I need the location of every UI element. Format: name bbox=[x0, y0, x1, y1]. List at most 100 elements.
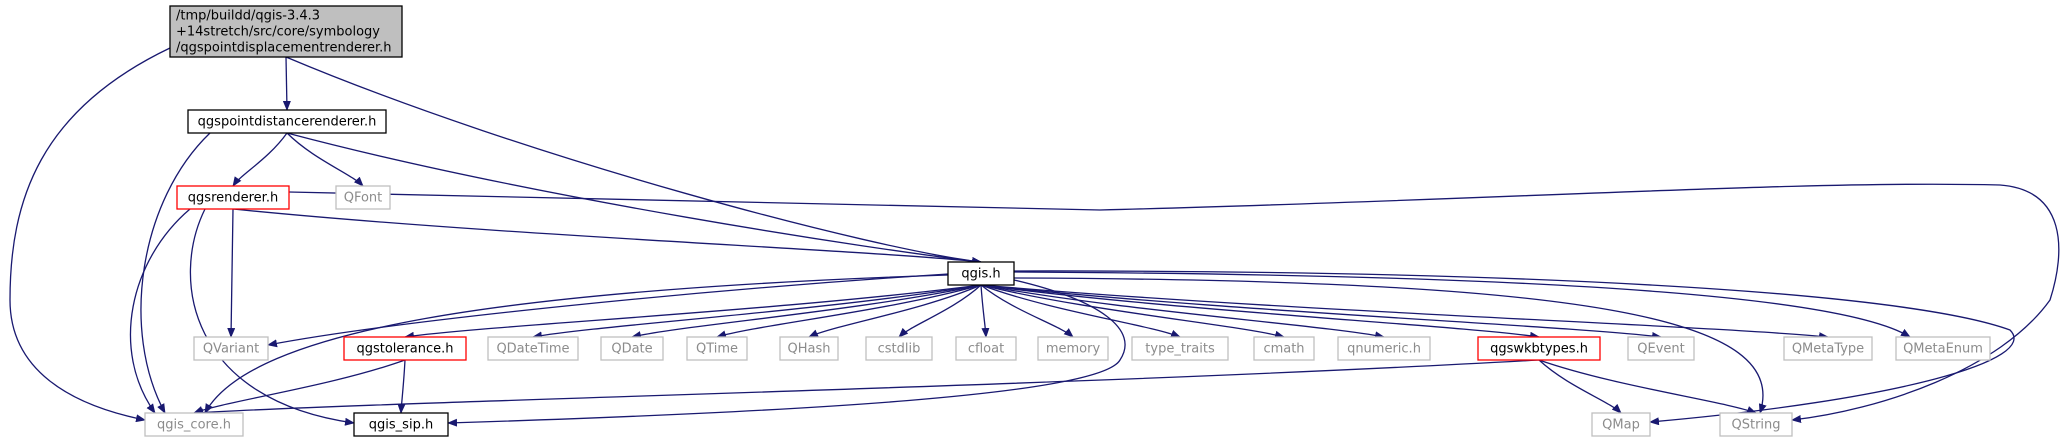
edge-qgspointdistancerenderer-to-qgis bbox=[286, 132, 982, 265]
node-box bbox=[1477, 336, 1601, 361]
node-qtime: QTime bbox=[686, 336, 748, 361]
node-qvariant: QVariant bbox=[193, 336, 269, 361]
edge-qgis-to-qvariant bbox=[267, 273, 949, 348]
node-box bbox=[1591, 412, 1651, 437]
node-box bbox=[1131, 336, 1229, 361]
node-label: +14stretch/src/core/symbology bbox=[176, 25, 380, 40]
node-cfloat: cfloat bbox=[955, 336, 1017, 361]
node-label: type_traits bbox=[1145, 342, 1215, 357]
edge-qgis-to-qgis_sip bbox=[447, 279, 1126, 427]
node-qgspointdistancerenderer[interactable]: qgspointdistancerenderer.h bbox=[187, 109, 387, 134]
node-label: QMetaType bbox=[1792, 342, 1864, 357]
node-box bbox=[176, 185, 290, 210]
node-label: QDate bbox=[611, 342, 652, 357]
node-root[interactable]: /tmp/buildd/qgis-3.4.3+14stretch/src/cor… bbox=[169, 5, 403, 58]
edge-qgis-to-type_traits bbox=[980, 284, 1181, 338]
edge-qgis-to-cmath bbox=[980, 284, 1285, 339]
node-label: QEvent bbox=[1637, 342, 1684, 357]
node-qevent: QEvent bbox=[1627, 336, 1695, 361]
edge-qgis-to-qgis_core bbox=[204, 274, 949, 414]
edge-qgis-to-memory bbox=[980, 284, 1074, 338]
node-qgis_core: qgis_core.h bbox=[144, 412, 244, 437]
node-qmetaenum: QMetaEnum bbox=[1895, 336, 1991, 361]
node-box bbox=[865, 336, 933, 361]
edge-qgsrenderer-to-qvariant bbox=[227, 208, 236, 338]
node-box bbox=[169, 5, 403, 58]
node-box bbox=[1783, 336, 1873, 361]
node-cmath: cmath bbox=[1253, 336, 1315, 361]
node-label: qgis.h bbox=[961, 267, 1000, 282]
edge-qgsrenderer-to-qgis_core bbox=[129, 208, 191, 414]
nodes: /tmp/buildd/qgis-3.4.3+14stretch/src/cor… bbox=[144, 5, 1991, 437]
edge-qgswkbtypes-to-qgis_core bbox=[193, 359, 1540, 417]
node-box bbox=[1719, 412, 1793, 437]
node-label: QVariant bbox=[203, 342, 259, 357]
node-qgswkbtypes[interactable]: qgswkbtypes.h bbox=[1477, 336, 1601, 361]
node-box bbox=[955, 336, 1017, 361]
node-box bbox=[1037, 336, 1109, 361]
node-qgstolerance[interactable]: qgstolerance.h bbox=[343, 336, 467, 361]
edge-qgsrenderer-to-qgis_sip bbox=[189, 208, 355, 426]
node-box bbox=[1337, 336, 1431, 361]
node-label: cmath bbox=[1263, 342, 1304, 357]
edge-qgspointdistancerenderer-to-qfont bbox=[286, 132, 364, 187]
node-qstring: QString bbox=[1719, 412, 1793, 437]
edge-qgspointdistancerenderer-to-qgis_core bbox=[140, 132, 211, 414]
node-box bbox=[1895, 336, 1991, 361]
edge-qgis-to-qgstolerance bbox=[404, 284, 982, 340]
node-box bbox=[487, 336, 579, 361]
node-box bbox=[193, 336, 269, 361]
edge-qgis-to-qdate bbox=[631, 284, 982, 339]
node-label: qgis_core.h bbox=[157, 418, 231, 433]
node-box bbox=[343, 336, 467, 361]
node-label: qnumeric.h bbox=[1347, 342, 1421, 357]
node-box bbox=[686, 336, 748, 361]
edges bbox=[9, 47, 2060, 427]
edge-qgis-to-qhash bbox=[808, 284, 982, 338]
edge-qgis-to-qmetaenum bbox=[1013, 271, 1911, 338]
node-label: qgswkbtypes.h bbox=[1490, 342, 1588, 357]
node-label: QString bbox=[1731, 418, 1780, 433]
edge-qgis-to-cfloat bbox=[980, 284, 990, 338]
edge-root-to-qgis bbox=[285, 56, 982, 265]
edge-root-to-qgspointdistancerenderer bbox=[282, 56, 291, 111]
node-label: memory bbox=[1046, 342, 1101, 357]
node-label: cfloat bbox=[968, 342, 1004, 357]
edge-qgis-to-qmap bbox=[1013, 270, 2015, 426]
edge-qgstolerance-to-qgis_core bbox=[193, 359, 406, 414]
node-qmap: QMap bbox=[1591, 412, 1651, 437]
edge-qgswkbtypes-to-qmap bbox=[1538, 359, 1622, 414]
node-qmetatype: QMetaType bbox=[1783, 336, 1873, 361]
edge-qgis-to-qdatetime bbox=[532, 284, 982, 340]
node-label: qgis_sip.h bbox=[369, 418, 433, 433]
node-cstdlib: cstdlib bbox=[865, 336, 933, 361]
edge-qgsrenderer-to-qgis bbox=[232, 208, 982, 266]
node-label: QHash bbox=[788, 342, 831, 357]
edge-qgstolerance-to-qgis_sip bbox=[397, 359, 406, 414]
edge-qgspointdistancerenderer-to-qgsrenderer bbox=[232, 132, 288, 187]
node-qhash: QHash bbox=[779, 336, 839, 361]
edge-qgis-to-qtime bbox=[716, 284, 982, 339]
node-label: QMap bbox=[1602, 418, 1640, 433]
node-box bbox=[779, 336, 839, 361]
edge-qgis-to-qnumeric bbox=[980, 284, 1385, 340]
node-box bbox=[1253, 336, 1315, 361]
edge-qgis-to-qstring bbox=[1013, 277, 1767, 414]
edge-qgis-to-qevent bbox=[980, 284, 1662, 340]
node-label: QFont bbox=[344, 191, 383, 206]
node-box bbox=[947, 261, 1015, 286]
node-box bbox=[187, 109, 387, 134]
node-box bbox=[1627, 336, 1695, 361]
node-qgsrenderer[interactable]: qgsrenderer.h bbox=[176, 185, 290, 210]
node-qnumeric: qnumeric.h bbox=[1337, 336, 1431, 361]
node-qgis[interactable]: qgis.h bbox=[947, 261, 1015, 286]
node-label: QMetaEnum bbox=[1903, 342, 1983, 357]
edge-root-to-qgis_core bbox=[9, 47, 171, 423]
node-label: /tmp/buildd/qgis-3.4.3 bbox=[176, 9, 320, 24]
edge-qgis-to-qmetatype bbox=[980, 284, 1829, 341]
node-qdatetime: QDateTime bbox=[487, 336, 579, 361]
node-qgis_sip[interactable]: qgis_sip.h bbox=[353, 412, 449, 437]
node-box bbox=[144, 412, 244, 437]
node-label: qgstolerance.h bbox=[356, 342, 453, 357]
